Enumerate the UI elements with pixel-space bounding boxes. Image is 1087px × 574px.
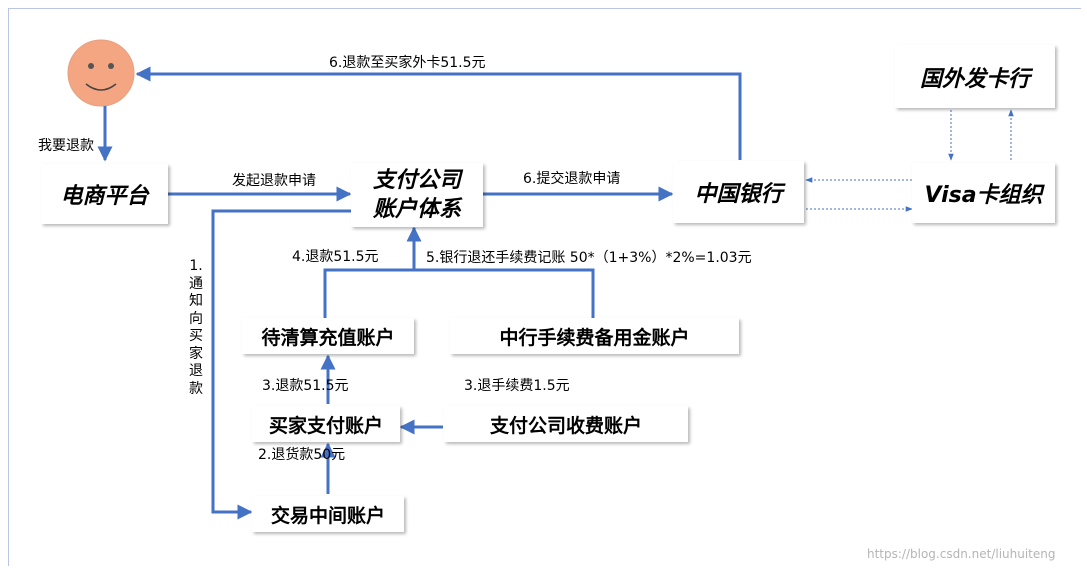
watermark: https://blog.csdn.net/liuhuiteng <box>867 547 1056 561</box>
node-foreign-issuer: 国外发卡行 <box>895 45 1055 108</box>
diagram-frame <box>8 8 1081 566</box>
node-intermediate: 交易中间账户 <box>252 496 404 532</box>
label-bank-fee-refund: 5.银行退还手续费记账 50*（1+3%）*2%=1.03元 <box>426 250 752 266</box>
node-payment-system: 支付公司 账户体系 <box>351 163 483 227</box>
label-refund-51-5-top: 4.退款51.5元 <box>292 249 379 265</box>
node-payment-system-line1: 支付公司 <box>372 168 461 193</box>
node-payment-system-line2: 账户体系 <box>372 197 461 222</box>
node-boc: 中国银行 <box>673 161 804 223</box>
node-buyer-payment: 买家支付账户 <box>252 406 400 442</box>
arrow-notify-buyer <box>211 209 351 520</box>
arrow-refund-to-payment-system <box>323 228 595 318</box>
label-i-want-refund: 我要退款 <box>38 138 94 154</box>
label-notify-buyer: 1.通知向买家退款 <box>189 258 203 397</box>
node-fee-account: 支付公司收费账户 <box>444 406 688 442</box>
node-visa: Visa卡组织 <box>912 163 1055 223</box>
label-submit-refund: 6.提交退款申请 <box>523 171 621 187</box>
person-face-icon <box>67 39 135 107</box>
node-boc-fee-reserve: 中行手续费备用金账户 <box>450 318 739 354</box>
label-initiate-refund: 发起退款申请 <box>232 173 316 189</box>
label-refund-goods: 2.退货款50元 <box>258 447 346 463</box>
label-refund-to-card: 6.退款至买家外卡51.5元 <box>329 55 486 71</box>
node-pending-recharge: 待清算充值账户 <box>242 318 414 354</box>
label-refund-fee: 3.退手续费1.5元 <box>464 378 570 394</box>
label-refund-51-5-mid: 3.退款51.5元 <box>262 378 349 394</box>
arrow-refund-to-card <box>135 66 742 160</box>
node-ecommerce: 电商平台 <box>41 164 168 224</box>
